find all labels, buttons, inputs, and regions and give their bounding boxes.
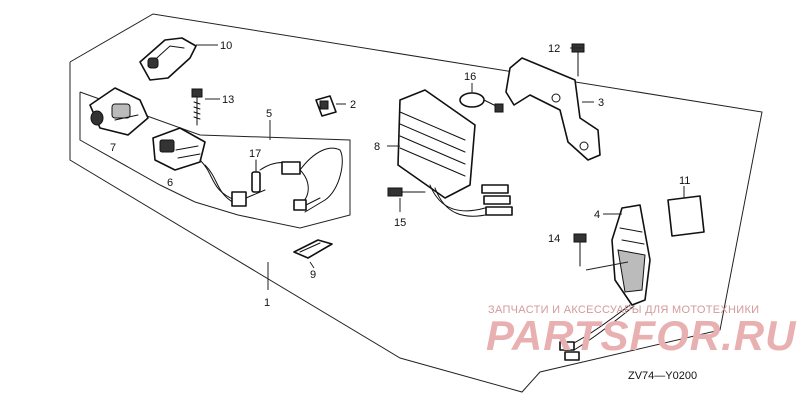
part-9-clip[interactable] — [293, 239, 333, 259]
part-4-cover[interactable] — [559, 204, 651, 361]
callout-4: 4 — [594, 209, 600, 221]
part-2-bracket[interactable] — [315, 95, 337, 117]
callout-17: 17 — [249, 148, 261, 160]
part-6-socket[interactable] — [152, 127, 206, 171]
diagram-code: ZV74—Y0200 — [628, 370, 698, 382]
assembly-outline — [69, 13, 763, 393]
watermark-logo: PARTSFOR.RU — [486, 312, 797, 359]
part-13-bolt[interactable] — [191, 88, 203, 126]
part-16-clamp[interactable] — [459, 92, 504, 113]
part-11-sticker[interactable] — [667, 195, 705, 237]
part-8-regulator[interactable] — [397, 89, 513, 217]
part-7-plug[interactable] — [89, 87, 149, 136]
callout-10: 10 — [220, 40, 232, 52]
regulator-connectors — [481, 184, 513, 216]
callout-15: 15 — [394, 217, 406, 229]
part-15-bolt[interactable] — [387, 187, 426, 197]
callout-5: 5 — [266, 108, 272, 120]
callout-13: 13 — [222, 94, 234, 106]
callout-6: 6 — [167, 177, 173, 189]
callout-12: 12 — [548, 43, 560, 55]
callout-16: 16 — [464, 71, 476, 83]
part-12-bolt[interactable] — [571, 43, 585, 77]
callout-2: 2 — [350, 99, 356, 111]
part-3-bracket[interactable] — [505, 57, 601, 161]
callout-11: 11 — [679, 175, 690, 187]
part-5-harness[interactable] — [199, 147, 343, 213]
callout-14: 14 — [548, 233, 560, 245]
callout-1: 1 — [264, 297, 270, 309]
callout-3: 3 — [598, 97, 604, 109]
part-10-cap[interactable] — [139, 37, 197, 81]
callout-8: 8 — [374, 141, 380, 153]
part-14-bolt[interactable] — [573, 233, 629, 271]
watermark-tagline: ЗАПЧАСТИ И АКСЕССУАРЫ ДЛЯ МОТОТЕХНИКИ — [488, 304, 760, 316]
callout-9: 9 — [310, 269, 316, 281]
part-17-fuse[interactable] — [251, 159, 261, 193]
callout-7: 7 — [110, 142, 116, 154]
subassembly-outline — [79, 91, 351, 229]
